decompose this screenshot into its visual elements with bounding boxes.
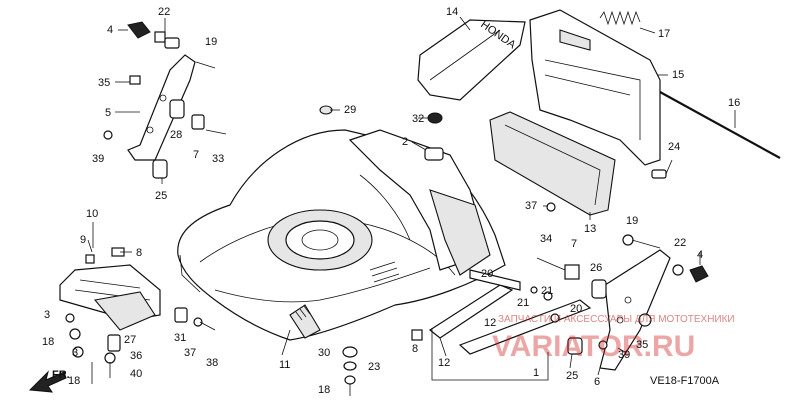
callout-1: 1 xyxy=(533,367,539,379)
cap xyxy=(427,112,443,124)
grass-bag-frame xyxy=(529,9,661,166)
watermark: ЗАПЧАСТИ И АКСЕССУАРЫ ДЛЯ МОТОТЕХНИКИ VA… xyxy=(492,314,735,363)
callout-12b: 12 xyxy=(438,357,450,369)
hinge-rod xyxy=(659,91,781,159)
callout-6: 6 xyxy=(594,376,600,388)
callout-19: 19 xyxy=(205,36,217,48)
callout-19b: 19 xyxy=(626,215,638,227)
callout-27: 27 xyxy=(124,334,136,346)
leader-lines xyxy=(87,16,736,376)
front-direction-arrow-icon: FR. xyxy=(28,369,70,393)
callout-10: 10 xyxy=(86,208,98,220)
height-lever-right xyxy=(536,234,709,371)
callout-7b: 7 xyxy=(571,238,577,250)
callout-4: 4 xyxy=(107,24,113,36)
callout-35: 35 xyxy=(98,77,110,89)
callout-12: 12 xyxy=(484,317,496,329)
callout-4b: 4 xyxy=(697,249,703,261)
callout-25b: 25 xyxy=(566,370,578,382)
callout-34: 34 xyxy=(540,233,552,245)
callout-24: 24 xyxy=(668,141,680,153)
callout-39b: 39 xyxy=(618,349,630,361)
callout-13: 13 xyxy=(584,223,596,235)
callout-20: 20 xyxy=(481,268,493,280)
callout-29: 29 xyxy=(344,104,356,116)
spring xyxy=(599,10,641,26)
callout-15: 15 xyxy=(672,69,684,81)
callouts: 4 22 19 35 5 28 39 7 33 25 29 32 2 14 17… xyxy=(42,6,740,396)
callout-5: 5 xyxy=(105,107,111,119)
callout-7: 7 xyxy=(193,149,199,161)
callout-8b: 8 xyxy=(412,343,418,355)
callout-3: 3 xyxy=(44,309,50,321)
figure-code: VE18-F1700A xyxy=(650,375,720,387)
front-direction-label: FR. xyxy=(52,369,70,381)
callout-8: 8 xyxy=(136,247,142,259)
callout-2: 2 xyxy=(402,136,408,148)
callout-11: 11 xyxy=(279,359,290,371)
callout-18b: 18 xyxy=(68,375,80,387)
callout-26: 26 xyxy=(590,262,602,274)
callout-31: 31 xyxy=(174,332,186,344)
bracket-small xyxy=(424,147,444,161)
callout-22b: 22 xyxy=(674,237,686,249)
callout-21: 21 xyxy=(541,285,553,297)
callout-28: 28 xyxy=(170,129,182,141)
callout-21b: 21 xyxy=(517,297,529,309)
watermark-logo: VARIATOR.RU xyxy=(492,330,695,363)
callout-20b: 20 xyxy=(570,303,582,315)
callout-37: 37 xyxy=(525,200,537,212)
callout-37b: 37 xyxy=(184,347,196,359)
callout-23: 23 xyxy=(368,361,380,373)
bag-filter-panel xyxy=(489,111,616,216)
callout-32: 32 xyxy=(412,113,424,125)
grass-bag-cover: HONDA xyxy=(417,19,526,101)
mower-deck xyxy=(177,129,506,341)
callout-30: 30 xyxy=(318,347,330,359)
callout-35b: 35 xyxy=(636,339,648,351)
callout-36: 36 xyxy=(130,350,142,362)
fastener-stack xyxy=(342,202,556,396)
callout-16: 16 xyxy=(728,97,740,109)
watermark-subtitle: ЗАПЧАСТИ И АКСЕССУАРЫ ДЛЯ МОТОТЕХНИКИ xyxy=(498,314,735,325)
callout-38: 38 xyxy=(206,357,218,369)
callout-33: 33 xyxy=(212,153,224,165)
callout-25: 25 xyxy=(155,190,167,202)
callout-40: 40 xyxy=(130,368,142,380)
callout-14: 14 xyxy=(446,6,458,18)
callout-3b: 3 xyxy=(72,347,78,359)
callout-18c: 18 xyxy=(318,384,330,396)
link-bars xyxy=(428,269,592,381)
callout-17: 17 xyxy=(658,28,670,40)
height-lever-left xyxy=(59,247,216,384)
callout-22: 22 xyxy=(158,6,170,18)
pin xyxy=(651,159,673,179)
handle-bracket-left xyxy=(103,21,227,179)
callout-39: 39 xyxy=(92,153,104,165)
callout-18: 18 xyxy=(42,336,54,348)
callout-9: 9 xyxy=(80,234,86,246)
